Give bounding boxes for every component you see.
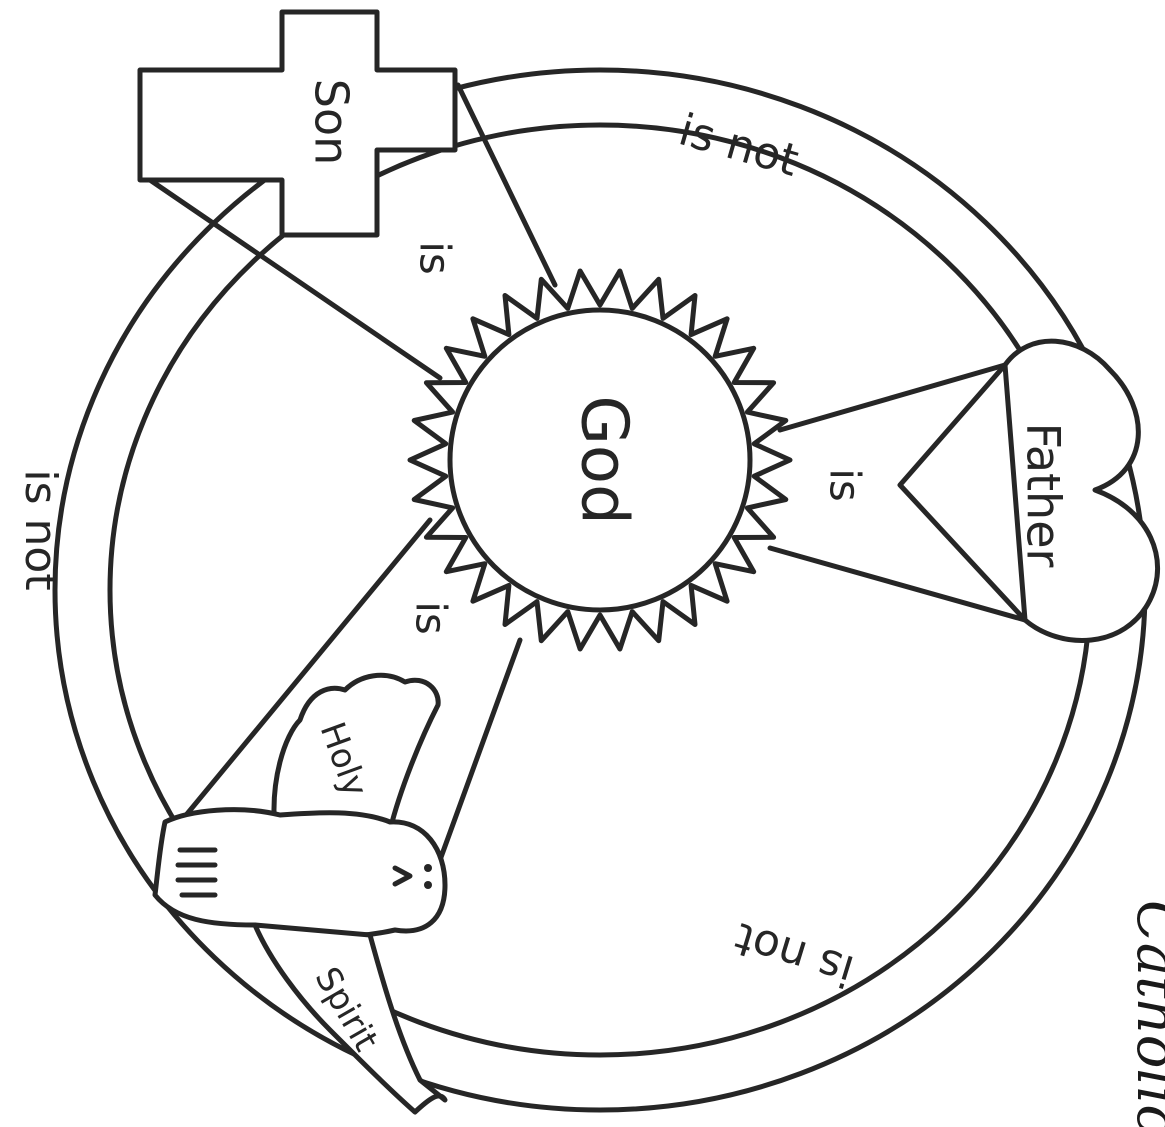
father-label: Father <box>1017 423 1071 568</box>
dove-icon <box>155 675 445 1112</box>
is-label-father: is <box>821 468 870 502</box>
son-label: Son <box>305 79 359 166</box>
is-not-label-son-spirit: is not <box>15 469 66 590</box>
cross-icon <box>140 12 455 235</box>
footer-script: Catholic <box>1124 900 1165 1127</box>
is-label-spirit: is <box>407 601 456 635</box>
god-label: God <box>566 395 640 524</box>
is-not-label-son-father: is not <box>673 104 804 186</box>
is-label-son: is <box>411 241 460 275</box>
is-not-label-father-spirit: is not <box>729 912 860 996</box>
